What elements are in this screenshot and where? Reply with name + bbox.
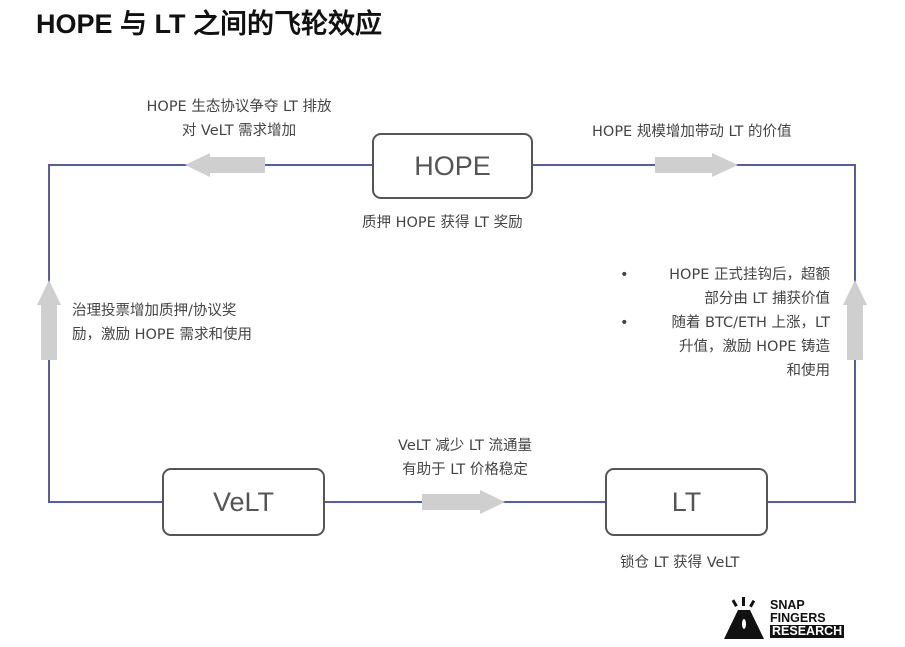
arrow-up-icon	[37, 280, 61, 360]
snapfingers-logo: SNAP FINGERS RESEARCH	[722, 596, 862, 640]
logo-text: SNAP	[770, 598, 805, 612]
arrow-up-icon	[843, 280, 867, 360]
bullet-item: •HOPE 正式挂钩后，超额部分由 LT 捕获价值	[620, 267, 830, 307]
node-velt: VeLT	[162, 468, 325, 536]
logo-text: FINGERS	[770, 611, 826, 625]
label-bottom-middle: VeLT 减少 LT 流通量 有助于 LT 价格稳定	[380, 434, 550, 482]
arrow-left-icon	[185, 153, 265, 177]
node-hope: HOPE	[372, 133, 533, 199]
arrow-right-icon	[422, 490, 505, 514]
label-below-lt: 锁仓 LT 获得 VeLT	[620, 555, 740, 571]
logo-text: RESEARCH	[770, 624, 845, 638]
arrow-right-icon	[655, 153, 738, 177]
label-top-right: HOPE 规模增加带动 LT 的价值	[592, 124, 792, 140]
label-left: 治理投票增加质押/协议奖 励，激励 HOPE 需求和使用	[72, 299, 252, 347]
label-top-left: HOPE 生态协议争夺 LT 排放 对 VeLT 需求增加	[126, 95, 352, 143]
label-line: 治理投票增加质押/协议奖	[72, 303, 237, 319]
diagram-title: HOPE 与 LT 之间的飞轮效应	[36, 9, 383, 39]
label-below-hope: 质押 HOPE 获得 LT 奖励	[362, 215, 523, 231]
label-line: 励，激励 HOPE 需求和使用	[72, 327, 252, 343]
label-right-bullets: •HOPE 正式挂钩后，超额部分由 LT 捕获价值 •随着 BTC/ETH 上涨…	[620, 263, 830, 383]
node-lt: LT	[605, 468, 768, 536]
label-line: HOPE 生态协议争夺 LT 排放	[146, 99, 332, 115]
label-line: 有助于 LT 价格稳定	[402, 462, 528, 478]
label-line: VeLT 减少 LT 流通量	[398, 438, 532, 454]
logo-icon	[724, 597, 764, 639]
label-line: 对 VeLT 需求增加	[181, 123, 297, 139]
